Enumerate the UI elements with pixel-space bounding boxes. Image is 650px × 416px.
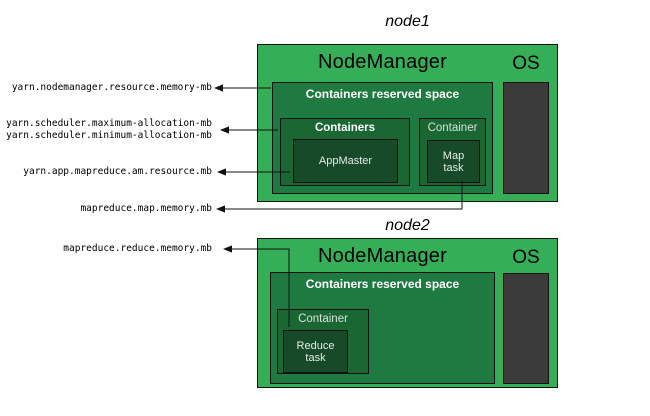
label-yarn-scheduler-allocation-group: yarn.scheduler.maximum-allocation-mb yar… [6, 118, 212, 141]
node1-appmaster-label: AppMaster [318, 155, 373, 167]
node1-container-box: Container Map task [419, 118, 486, 186]
node2-nodemanager-label: NodeManager [318, 245, 447, 267]
arrowhead-reduce-memory [223, 245, 232, 253]
node1-container-label: Container [427, 122, 478, 134]
label-yarn-scheduler-maximum-allocation-mb: yarn.scheduler.maximum-allocation-mb [6, 118, 212, 129]
label-yarn-scheduler-minimum-allocation-mb: yarn.scheduler.minimum-allocation-mb [6, 129, 212, 141]
node2-reduce-task-label: Reduce task [296, 339, 335, 364]
node2-nodemanager-box: NodeManager OS Containers reserved space… [257, 238, 558, 388]
label-mapreduce-map-memory-mb: mapreduce.map.memory.mb [80, 203, 212, 214]
label-mapreduce-reduce-memory-mb: mapreduce.reduce.memory.mb [63, 243, 212, 254]
arrowhead-map-memory [216, 205, 225, 213]
node2-container-label: Container [298, 313, 348, 325]
arrowhead-nm-memory [214, 84, 223, 92]
node1-appmaster-box: AppMaster [293, 139, 398, 183]
node2-os-memory-rect [503, 273, 549, 384]
node1-map-task-label: Map task [442, 149, 465, 174]
node2-container-box: Container Reduce task [277, 309, 369, 374]
node2-reserved-space-label: Containers reserved space [305, 277, 460, 291]
arrowhead-am-resource [217, 168, 226, 176]
node1-map-task-box: Map task [427, 140, 480, 183]
node1-containers-label: Containers [314, 122, 376, 134]
label-yarn-app-mapreduce-am-resource-mb: yarn.app.mapreduce.am.resource.mb [23, 166, 212, 177]
node1-nodemanager-box: NodeManager OS Containers reserved space… [257, 44, 558, 202]
node1-containers-box: Containers AppMaster [280, 118, 410, 186]
node1-title: node1 [385, 13, 430, 30]
label-yarn-nodemanager-resource-memory-mb: yarn.nodemanager.resource.memory-mb [11, 82, 212, 93]
node1-reserved-space-label: Containers reserved space [305, 87, 460, 101]
node1-os-label: OS [512, 53, 540, 74]
node1-os-memory-rect [503, 82, 549, 194]
node2-reduce-task-box: Reduce task [283, 330, 348, 373]
node2-containers-reserved-space: Containers reserved space Container Redu… [270, 272, 495, 384]
node1-containers-reserved-space: Containers reserved space Containers App… [272, 82, 493, 194]
node2-title: node2 [385, 217, 430, 234]
node1-nodemanager-label: NodeManager [318, 51, 447, 73]
node2-os-label: OS [512, 247, 540, 268]
arrowhead-scheduler-allocation [220, 126, 229, 134]
